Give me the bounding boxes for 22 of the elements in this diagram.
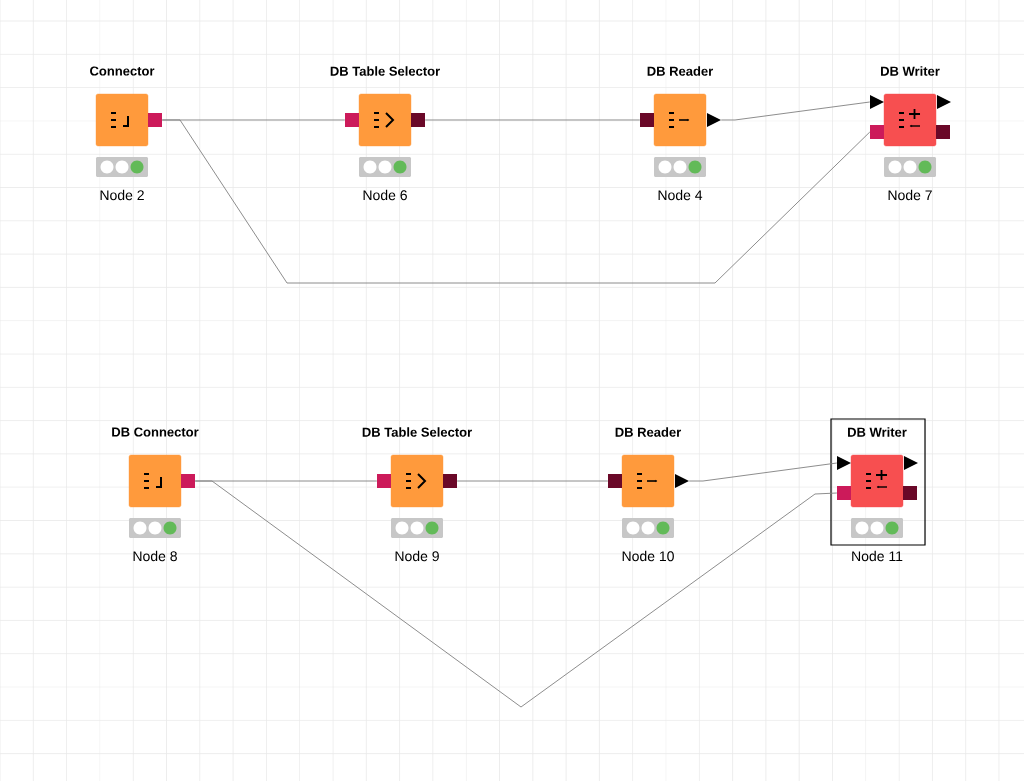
- node-label: Node 2: [100, 189, 144, 201]
- connector-line: [720, 101, 871, 121]
- connector-line: [161, 119, 871, 284]
- node-label: Node 6: [363, 189, 407, 201]
- node-label: Node 8: [133, 550, 177, 562]
- node-title: DB Writer: [848, 427, 907, 437]
- node-label: Node 4: [658, 189, 703, 201]
- node-title: DB Writer: [881, 66, 940, 76]
- connector-line: [688, 462, 838, 482]
- connector-line: [194, 480, 838, 708]
- node-title: DB Connector: [112, 427, 199, 437]
- node-label: Node 10: [622, 550, 674, 562]
- node-title: DB Table Selector: [330, 66, 440, 76]
- node-title: Connector: [90, 66, 155, 76]
- connector-line: [424, 119, 641, 121]
- connector-line: [456, 480, 609, 482]
- node-label: Node 11: [852, 550, 903, 562]
- node-title: DB Reader: [615, 427, 682, 437]
- node-label: Node 9: [395, 550, 439, 562]
- node-title: DB Table Selector: [362, 427, 472, 437]
- node-label: Node 7: [888, 189, 932, 201]
- node-title: DB Reader: [647, 66, 714, 76]
